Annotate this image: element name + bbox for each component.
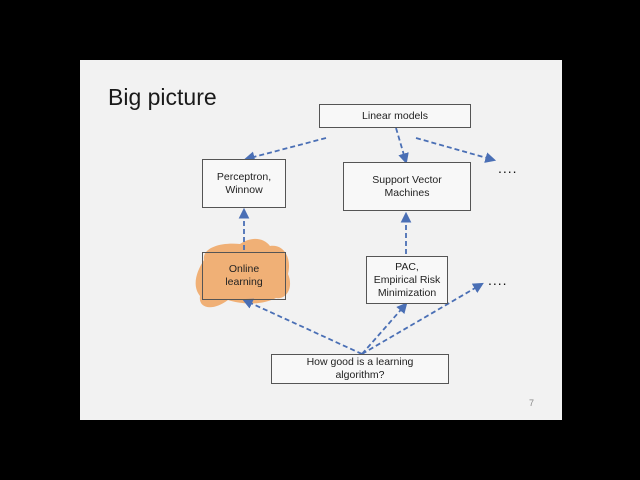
arrow-linear-to-perceptron (243, 137, 327, 163)
node-how-good: How good is a learning algorithm? (271, 354, 449, 384)
arrow-howgood-to-more (361, 282, 484, 355)
ellipsis-top: .... (498, 160, 518, 176)
arrow-howgood-to-pac (361, 302, 408, 355)
node-perceptron-winnow-label: Perceptron, Winnow (216, 170, 272, 196)
node-perceptron-winnow: Perceptron, Winnow (202, 159, 286, 208)
node-how-good-label: How good is a learning algorithm? (306, 356, 414, 381)
slide-title: Big picture (108, 84, 217, 110)
node-pac-erm-label: PAC, Empirical Risk Minimization (373, 260, 441, 299)
node-svm-label: Support Vector Machines (372, 173, 442, 199)
highlight-scribble (195, 238, 291, 308)
node-linear-models-label: Linear models (362, 109, 428, 122)
node-linear-models: Linear models (319, 104, 471, 128)
node-online-learning-label: Online learning (225, 263, 263, 288)
arrow-howgood-to-online (242, 298, 363, 355)
node-pac-erm: PAC, Empirical Risk Minimization (366, 256, 448, 304)
ellipsis-bottom: .... (488, 272, 508, 288)
diagram-arrows (195, 127, 497, 355)
arrow-linear-to-more (415, 137, 497, 163)
slide: Big picture Linear models Perceptron, Wi… (80, 60, 562, 420)
arrow-linear-to-svm (395, 127, 409, 165)
node-svm: Support Vector Machines (343, 162, 471, 211)
page-number: 7 (528, 398, 534, 408)
node-online-learning: Online learning (202, 252, 286, 300)
